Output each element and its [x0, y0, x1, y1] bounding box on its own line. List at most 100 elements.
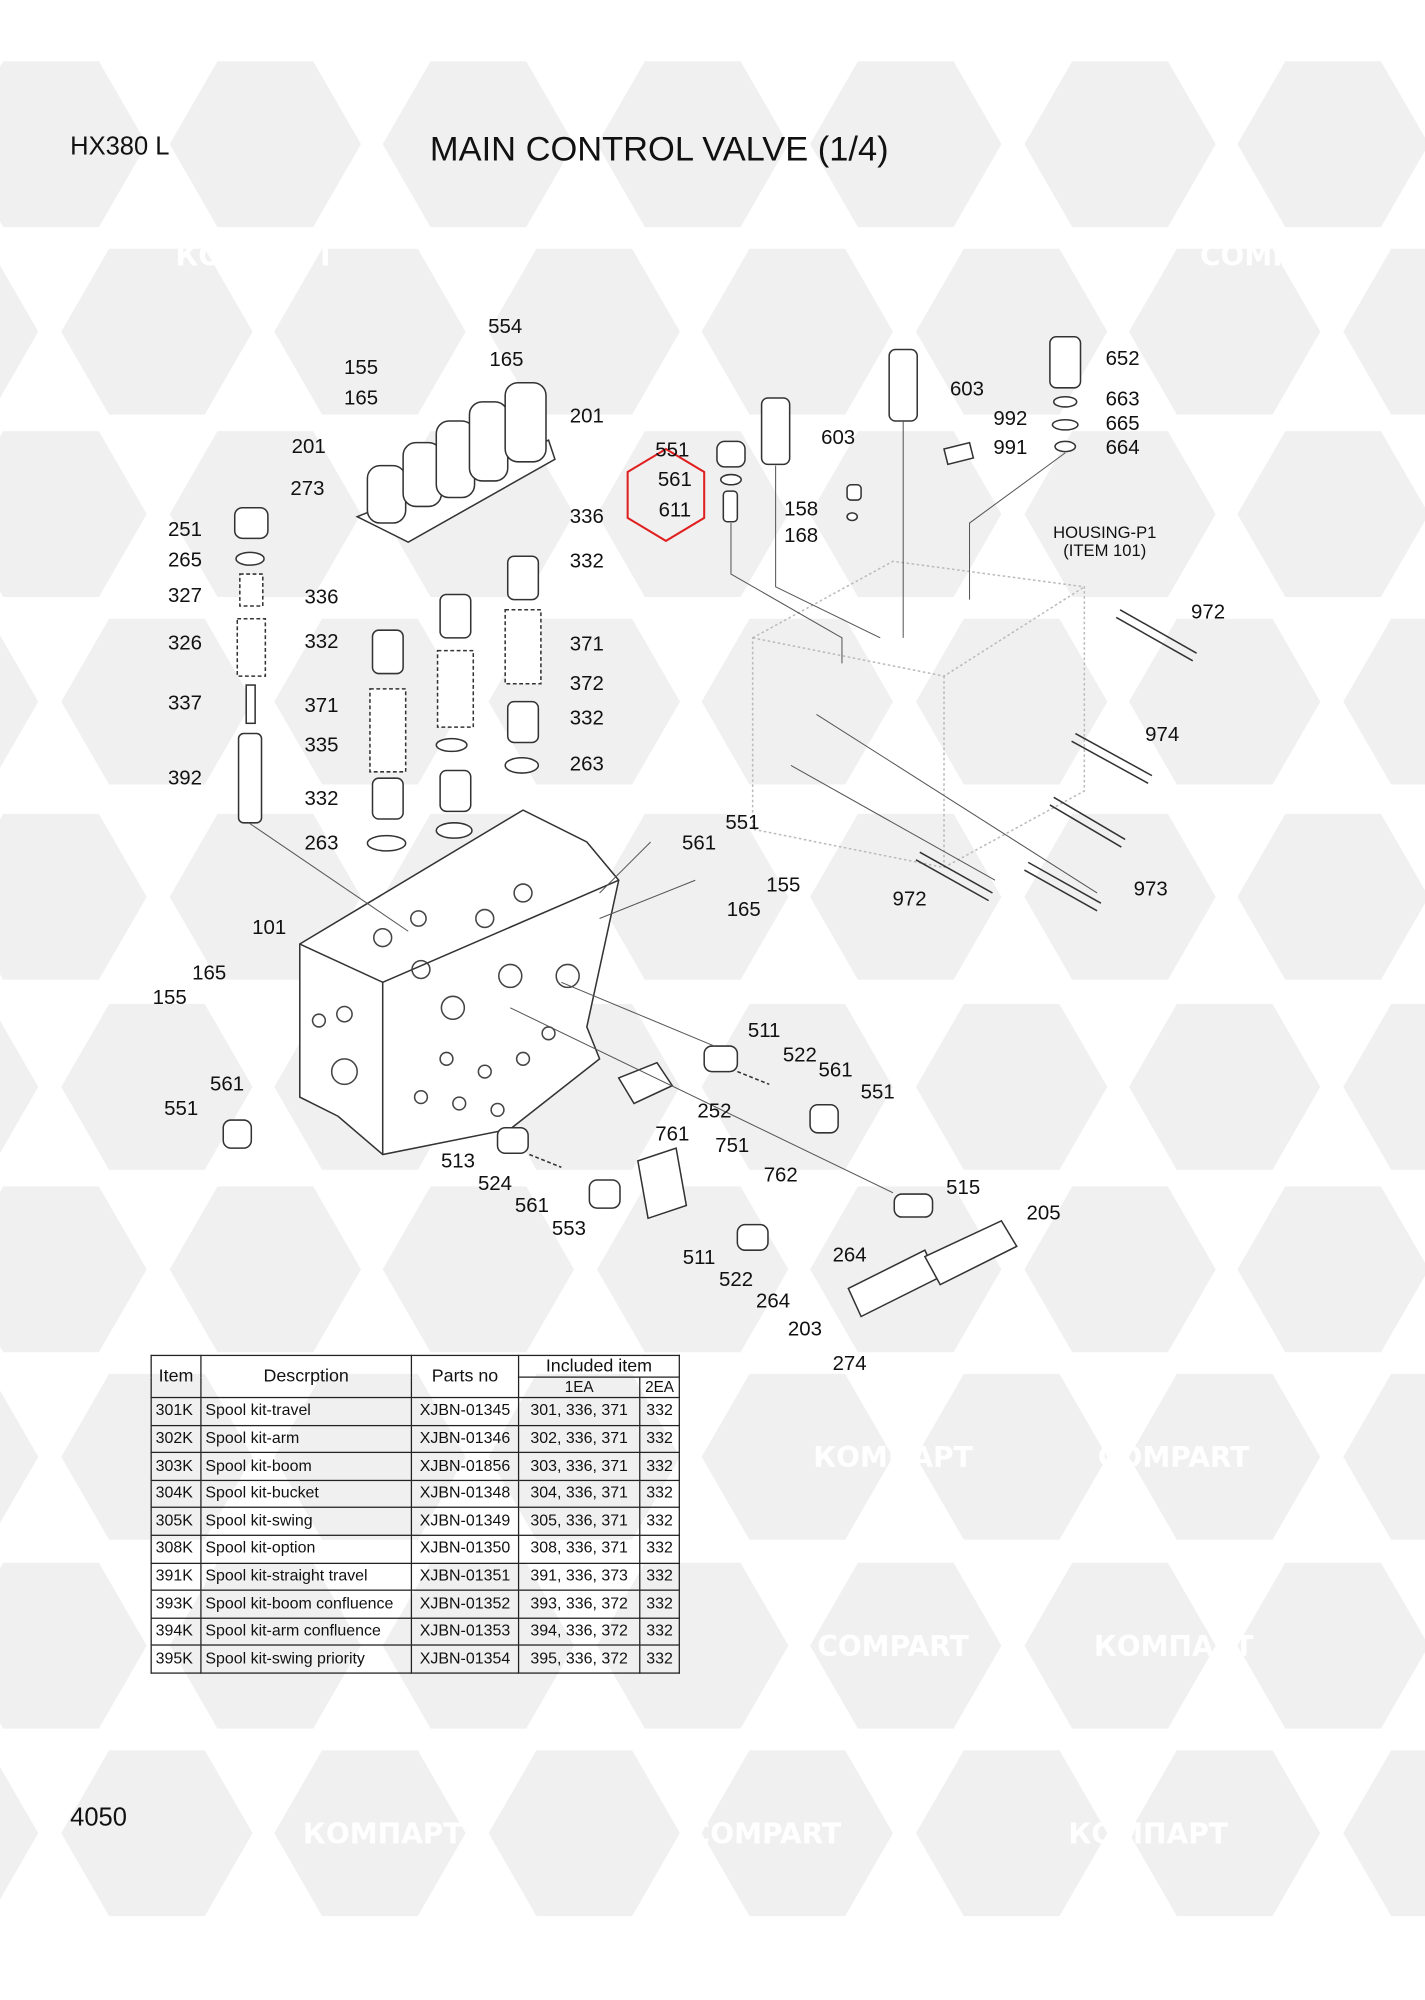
callout[interactable]: 664 [1105, 437, 1140, 460]
cell-ea2: 332 [639, 1562, 680, 1591]
callout[interactable]: 972 [1191, 602, 1226, 624]
callout[interactable]: 511 [747, 1020, 781, 1043]
callout[interactable]: 251 [167, 519, 203, 541]
callout[interactable]: 973 [1133, 878, 1168, 901]
callout[interactable]: 263 [304, 833, 339, 855]
callout[interactable]: 991 [993, 437, 1028, 460]
callout[interactable]: 252 [697, 1100, 732, 1123]
callout[interactable]: 972 [892, 889, 927, 911]
callout[interactable]: 371 [304, 695, 339, 717]
callout[interactable]: 561 [682, 833, 717, 855]
callout[interactable]: 265 [167, 549, 203, 572]
callout[interactable]: 201 [291, 436, 326, 458]
callout[interactable]: 513 [440, 1150, 476, 1173]
callout[interactable]: 522 [782, 1044, 817, 1067]
callout[interactable]: 332 [569, 708, 604, 730]
callout[interactable]: 101 [252, 917, 287, 939]
watermark-hexagon [1237, 61, 1425, 228]
watermark-hexagon [597, 813, 789, 980]
callout[interactable]: 652 [1105, 348, 1140, 370]
block-ports [311, 883, 580, 1118]
col-description: Descrption [200, 1354, 413, 1399]
callout[interactable]: 274 [832, 1353, 867, 1376]
watermark-hexagon [701, 1373, 893, 1540]
callout[interactable]: 611 [658, 500, 692, 522]
callout[interactable]: 168 [784, 525, 819, 548]
callout[interactable]: 553 [551, 1218, 586, 1240]
callout[interactable]: 336 [304, 586, 339, 609]
callout[interactable]: 264 [756, 1291, 791, 1313]
callout[interactable]: 155 [343, 357, 379, 379]
callout[interactable]: 524 [477, 1173, 513, 1196]
watermark-hexagon [1024, 813, 1216, 980]
callout[interactable]: 165 [192, 963, 227, 985]
callout[interactable]: 158 [784, 498, 819, 521]
callout[interactable]: 551 [164, 1098, 199, 1121]
cell-parts-no: XJBN-01349 [410, 1507, 520, 1536]
cell-ea2: 332 [639, 1617, 680, 1647]
cell-ea1: 305, 336, 371 [517, 1507, 641, 1536]
callout[interactable]: 751 [715, 1135, 750, 1158]
callout[interactable]: 201 [569, 405, 604, 428]
callout[interactable]: 332 [569, 551, 604, 573]
watermark-hexagon [0, 431, 147, 598]
callout[interactable]: 326 [167, 632, 203, 655]
callout[interactable]: 992 [993, 408, 1028, 430]
callout[interactable]: 335 [304, 734, 339, 757]
callout[interactable]: 663 [1105, 389, 1140, 411]
callout[interactable]: 264 [832, 1245, 867, 1267]
callout[interactable]: 561 [210, 1074, 245, 1096]
callout[interactable]: 665 [1105, 413, 1140, 436]
callout[interactable]: 551 [725, 812, 760, 835]
callout[interactable]: 511 [682, 1247, 716, 1270]
callout[interactable]: 372 [569, 673, 604, 696]
callout[interactable]: 332 [304, 788, 339, 811]
housing-note-line2: (ITEM 101) [1063, 540, 1147, 561]
watermark-hexagon [488, 248, 680, 415]
callout[interactable]: 515 [946, 1177, 981, 1200]
callout[interactable]: 155 [152, 987, 187, 1010]
cell-ea2: 332 [639, 1396, 680, 1426]
watermark-hexagon [169, 1186, 362, 1353]
callout[interactable]: 561 [657, 469, 692, 492]
callout[interactable]: 263 [569, 753, 604, 776]
callout[interactable]: 392 [167, 767, 203, 790]
cell-ea2: 332 [639, 1644, 680, 1674]
callout[interactable]: 165 [489, 349, 524, 372]
watermark-text: КОМПАРТ [1068, 1817, 1228, 1850]
callout[interactable]: 603 [949, 378, 985, 401]
callout[interactable]: 762 [763, 1164, 798, 1187]
cell-ea1: 301, 336, 371 [517, 1396, 641, 1426]
callout[interactable]: 554 [488, 316, 523, 339]
callout[interactable]: 561 [818, 1060, 853, 1082]
callout[interactable]: 165 [343, 387, 379, 410]
cell-parts-no: XJBN-01345 [410, 1396, 520, 1426]
callout[interactable]: 336 [569, 506, 604, 529]
callout[interactable]: 603 [821, 427, 856, 450]
callout[interactable]: 337 [167, 692, 203, 715]
col-parts-no: Parts no [410, 1354, 520, 1399]
cell-item: 303K [150, 1451, 202, 1481]
callout[interactable]: 561 [514, 1195, 549, 1218]
watermark-text: КОМПАРТ [303, 1817, 463, 1850]
callout[interactable]: 165 [726, 899, 761, 922]
callout[interactable]: 974 [1145, 724, 1180, 747]
callout[interactable]: 203 [787, 1319, 822, 1341]
callout[interactable]: 155 [766, 875, 801, 897]
callout[interactable]: 332 [304, 631, 339, 654]
callout[interactable]: 551 [860, 1081, 895, 1104]
callout[interactable]: 327 [167, 585, 203, 608]
cell-item: 395K [150, 1644, 202, 1674]
watermark-text: COMPART [1098, 1441, 1250, 1474]
callout[interactable]: 761 [655, 1123, 690, 1146]
callout[interactable]: 522 [719, 1269, 754, 1292]
callout[interactable]: 273 [290, 478, 325, 501]
callout[interactable]: 551 [655, 440, 690, 462]
callout[interactable]: 205 [1026, 1202, 1061, 1225]
watermark-hexagon [0, 1390, 39, 1524]
callout[interactable]: 371 [569, 634, 604, 656]
